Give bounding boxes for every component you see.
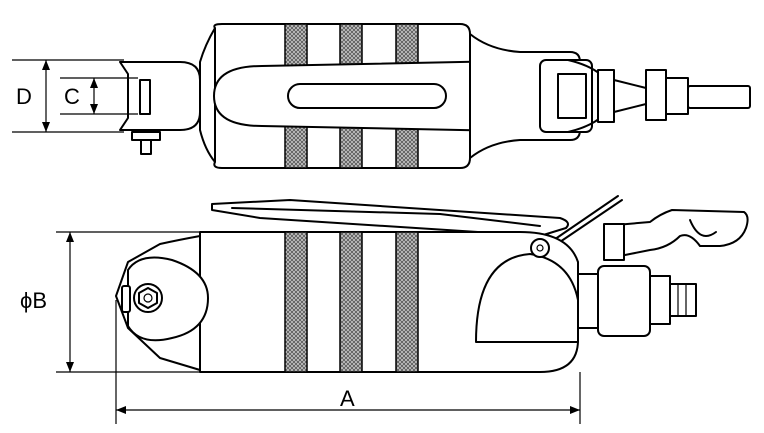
dimension-d: D <box>12 59 124 133</box>
side-pivot <box>530 238 550 258</box>
top-valve-body <box>597 69 615 123</box>
side-bolt-center <box>143 293 153 303</box>
side-bolt-hex <box>138 287 158 309</box>
top-fitting-hex <box>665 77 689 115</box>
side-pivot-center <box>536 244 544 252</box>
top-fork-jaw <box>119 61 201 131</box>
top-screw-head <box>131 131 161 141</box>
top-lever-slot <box>287 83 447 109</box>
label-d: D <box>16 84 32 109</box>
side-grip-1 <box>284 231 308 373</box>
side-valve-thread <box>669 283 697 317</box>
label-c: C <box>64 84 80 109</box>
top-fitting-nut <box>645 69 667 121</box>
side-valve-nut <box>649 275 671 325</box>
dimension-a: A <box>115 300 581 424</box>
side-handle-block <box>603 223 625 261</box>
top-fork-pin <box>139 79 151 115</box>
side-grip-2 <box>339 231 363 373</box>
side-valve-handle <box>603 209 749 257</box>
top-neck <box>199 27 216 163</box>
top-hose <box>687 85 751 109</box>
side-view <box>115 195 749 373</box>
side-wire <box>544 195 619 247</box>
side-valve-flange <box>577 273 599 329</box>
dimension-b: ϕB <box>20 231 200 373</box>
side-nose-tab <box>121 285 131 313</box>
side-grip-3 <box>395 231 419 373</box>
side-rear-dome <box>475 253 579 343</box>
side-nose-head <box>127 256 209 342</box>
side-valve-body <box>597 265 651 337</box>
label-a: A <box>340 386 355 411</box>
dimension-c: C <box>60 77 138 115</box>
top-cone <box>613 79 647 113</box>
side-handle-notch <box>689 219 717 237</box>
side-lever-arm <box>211 199 569 237</box>
top-clip-inner <box>557 73 587 119</box>
label-b: ϕB <box>20 288 47 313</box>
top-screw-shank <box>140 139 152 155</box>
side-lever-edge <box>231 207 541 227</box>
top-view <box>119 23 751 169</box>
